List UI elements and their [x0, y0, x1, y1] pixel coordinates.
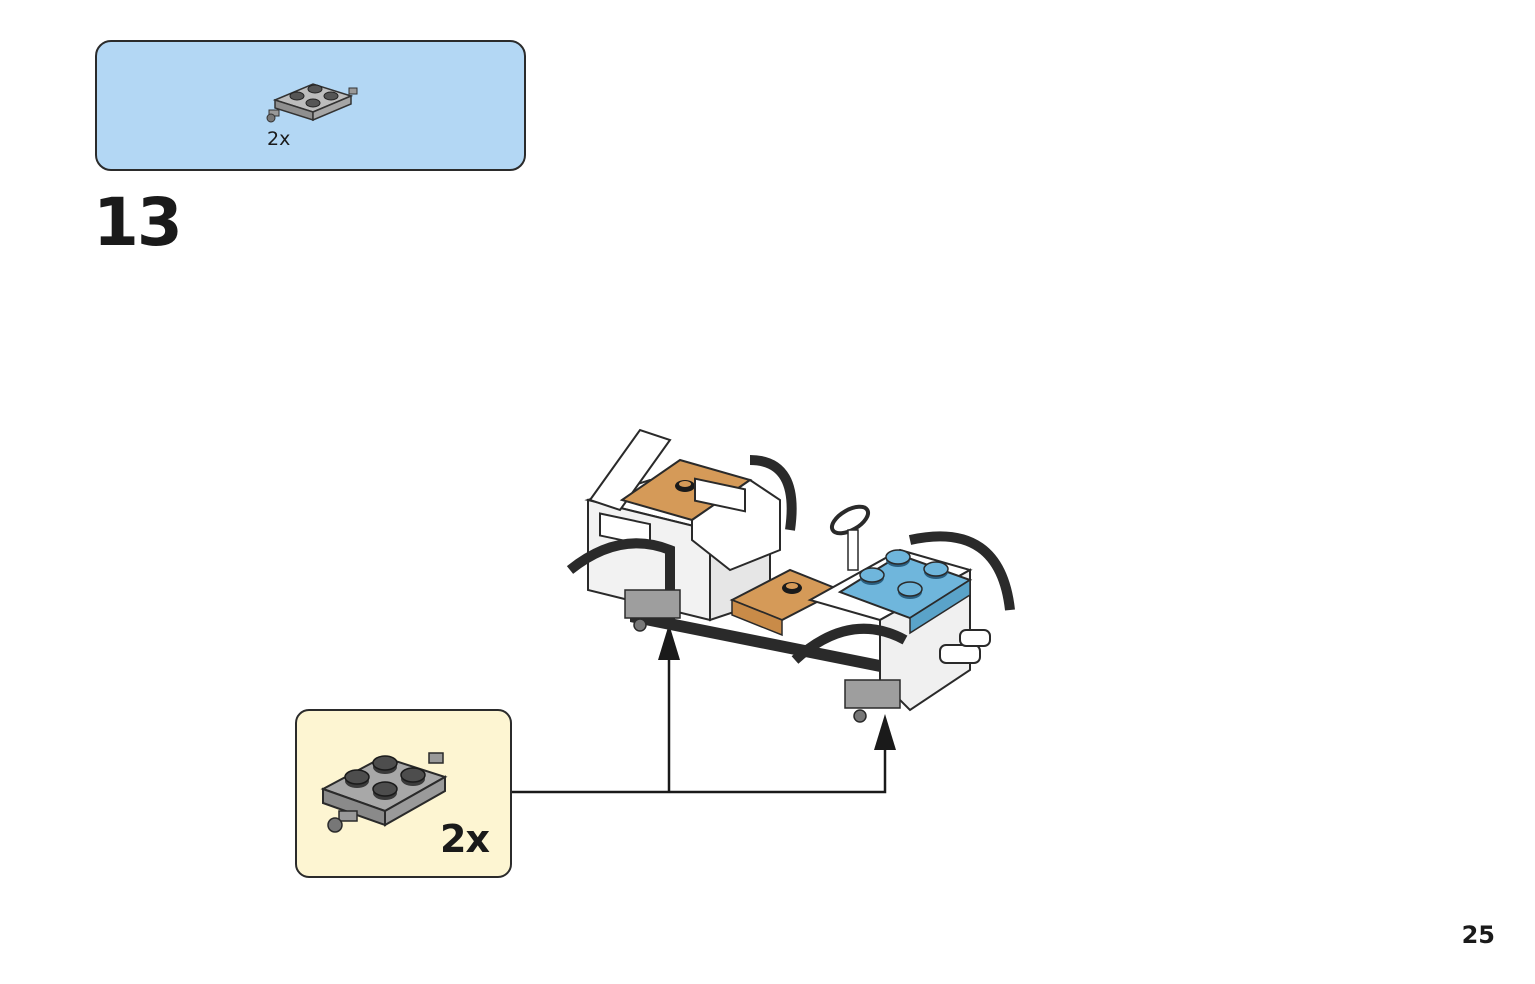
step-number: 13 — [93, 184, 183, 261]
page-number: 25 — [1461, 921, 1495, 949]
car-chassis-assembly-illustration — [566, 428, 1015, 723]
parts-quantity-label: 2x — [267, 128, 291, 150]
parts-list-callout: 2x — [95, 40, 526, 171]
gray-plate-with-wheel-holder-icon — [320, 752, 448, 833]
subassembly-callout: 2x — [295, 709, 512, 878]
subassembly-quantity-label: 2x — [440, 817, 490, 861]
gray-plate-with-wheel-holder-icon — [266, 83, 358, 123]
